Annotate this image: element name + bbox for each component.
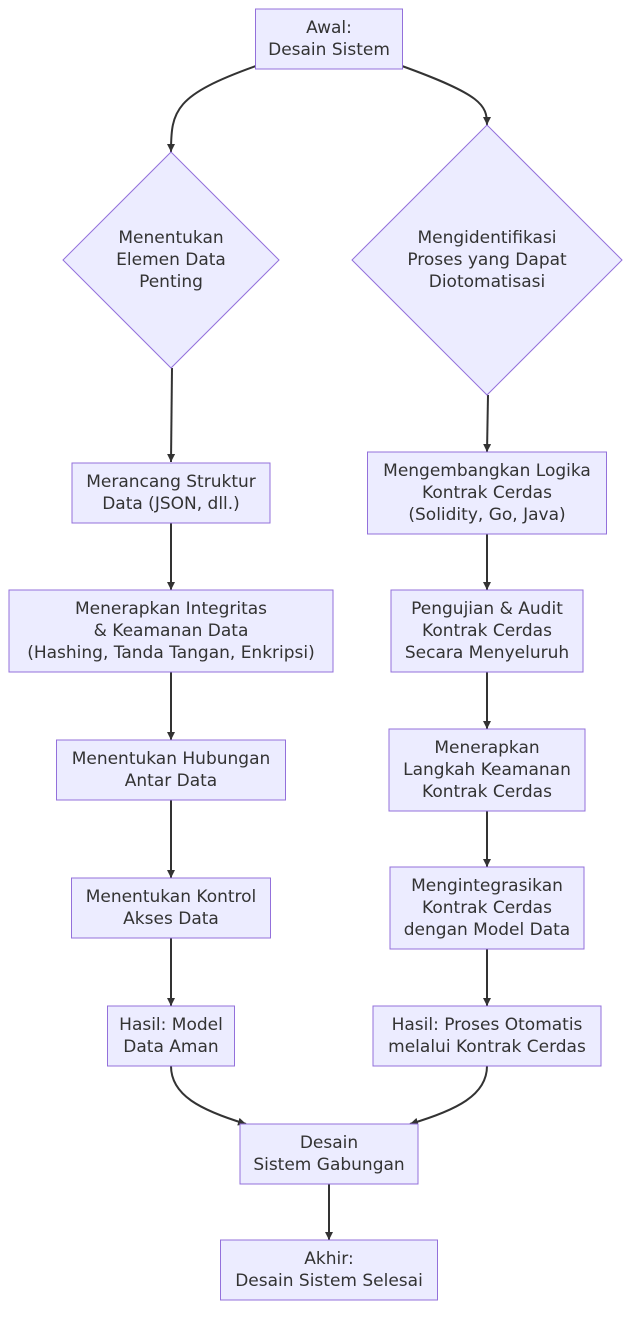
edge-d1-l1 <box>167 367 176 463</box>
process-box <box>372 1005 602 1067</box>
edge-start-d2 <box>401 65 491 126</box>
node-label-line: dengan Model Data <box>404 920 570 940</box>
process-box <box>255 8 403 70</box>
decision-diamond <box>351 124 623 396</box>
node-label-line: Data (JSON, dll.) <box>102 494 240 514</box>
node-label-line: Sistem Gabungan <box>253 1155 404 1175</box>
node-label-line: Menentukan <box>118 228 223 248</box>
node-label-line: Pengujian & Audit <box>411 599 563 619</box>
node-label-line: (Solidity, Go, Java) <box>408 505 565 525</box>
node-label-line: Elemen Data <box>116 250 226 270</box>
node-label-line: Mengintegrasikan <box>411 876 563 896</box>
node-label-line: Menerapkan Integritas <box>75 599 267 619</box>
node-label-line: melalui Kontrak Cerdas <box>388 1037 586 1057</box>
process-box <box>389 866 585 950</box>
node-label-line: Hasil: Proses Otomatis <box>392 1015 583 1035</box>
node-label-line: Proses yang Dapat <box>407 250 567 270</box>
node-l2: Menerapkan Integritas& Keamanan Data(Has… <box>8 589 334 673</box>
node-label-line: (Hashing, Tanda Tangan, Enkripsi) <box>27 643 315 663</box>
node-label-line: Kontrak Cerdas <box>422 621 552 641</box>
edge-r5-merge <box>409 1065 488 1126</box>
process-box <box>239 1123 419 1185</box>
node-label-line: Desain Sistem Selesai <box>235 1271 423 1291</box>
decision-diamond <box>62 151 280 369</box>
edge-d2-r1 <box>483 394 492 453</box>
edge-start-d1 <box>167 65 257 153</box>
node-label-line: Menerapkan <box>434 738 539 758</box>
node-label-line: Mengidentifikasi <box>417 228 556 248</box>
process-box <box>367 451 607 535</box>
node-label-line: Awal: <box>306 18 352 38</box>
node-label-line: Desain <box>300 1133 358 1153</box>
process-box <box>71 462 271 524</box>
node-label-line: Data Aman <box>123 1037 218 1057</box>
process-box <box>71 877 271 939</box>
edge-l5-merge <box>170 1065 247 1126</box>
node-label-line: Antar Data <box>125 771 217 791</box>
process-box <box>107 1005 235 1067</box>
node-end: Akhir:Desain Sistem Selesai <box>220 1239 438 1301</box>
node-label-line: Kontrak Cerdas <box>422 483 552 503</box>
node-label-line: & Keamanan Data <box>94 621 249 641</box>
node-label-line: Kontrak Cerdas <box>422 782 552 802</box>
node-label-line: Menentukan Kontrol <box>86 887 257 907</box>
node-label-line: Merancang Struktur <box>86 472 256 492</box>
node-label-line: Mengembangkan Logika <box>383 461 591 481</box>
node-label-line: Akhir: <box>304 1249 353 1269</box>
node-label-line: Langkah Keamanan <box>403 760 571 780</box>
process-box <box>8 589 334 673</box>
node-label-line: Akses Data <box>123 909 219 929</box>
node-label-line: Desain Sistem <box>268 40 390 60</box>
node-label-line: Kontrak Cerdas <box>422 898 552 918</box>
node-label-line: Diotomatisasi <box>429 272 546 292</box>
process-box <box>56 739 286 801</box>
node-label-line: Hasil: Model <box>119 1015 223 1035</box>
node-label-line: Penting <box>139 272 203 292</box>
process-box <box>220 1239 438 1301</box>
node-label-line: Secara Menyeluruh <box>405 643 569 663</box>
node-label-line: Menentukan Hubungan <box>72 749 271 769</box>
process-box <box>390 589 584 673</box>
process-box <box>388 728 586 812</box>
node-start: Awal:Desain Sistem <box>255 8 403 70</box>
